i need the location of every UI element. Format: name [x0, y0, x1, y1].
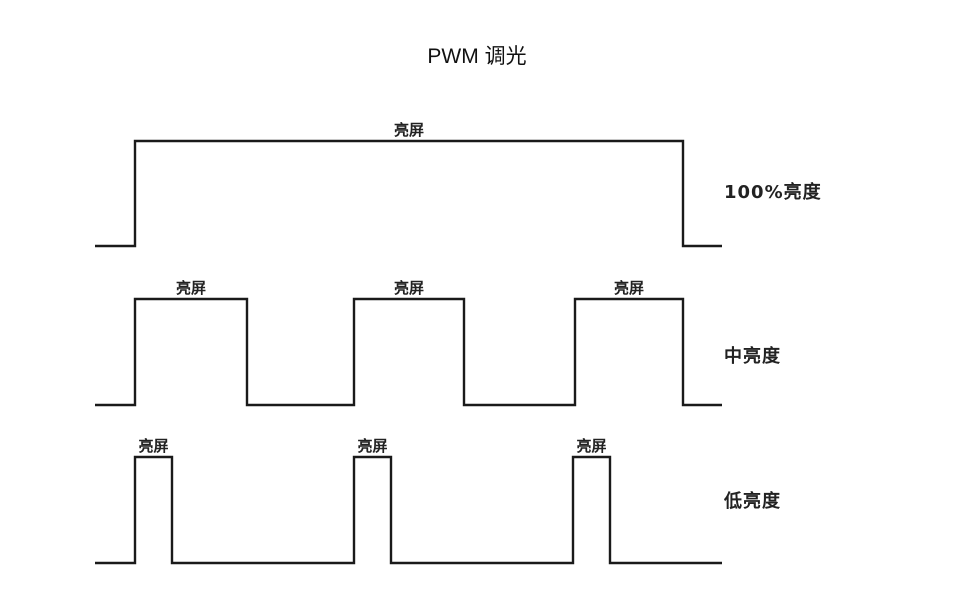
row-medium-pulse-label: 亮屏: [394, 279, 424, 297]
row-low-pulse-label: 亮屏: [576, 437, 606, 455]
row-full-waveform: [95, 139, 722, 248]
row-medium-brightness-label: 中亮度: [724, 345, 781, 367]
row-low-pulse-label: 亮屏: [357, 437, 387, 455]
row-full-brightness-label: 100%亮度: [724, 181, 822, 203]
row-low-brightness-label: 低亮度: [723, 490, 781, 512]
diagram-title: PWM 调光: [427, 45, 527, 68]
row-full-pulse-label: 亮屏: [394, 121, 424, 139]
row-low-waveform: [95, 455, 722, 565]
row-medium-pulse-label: 亮屏: [176, 279, 206, 297]
row-low-pulse-label: 亮屏: [138, 437, 168, 455]
row-medium-waveform: [95, 297, 722, 407]
row-medium-pulse-label: 亮屏: [614, 279, 644, 297]
